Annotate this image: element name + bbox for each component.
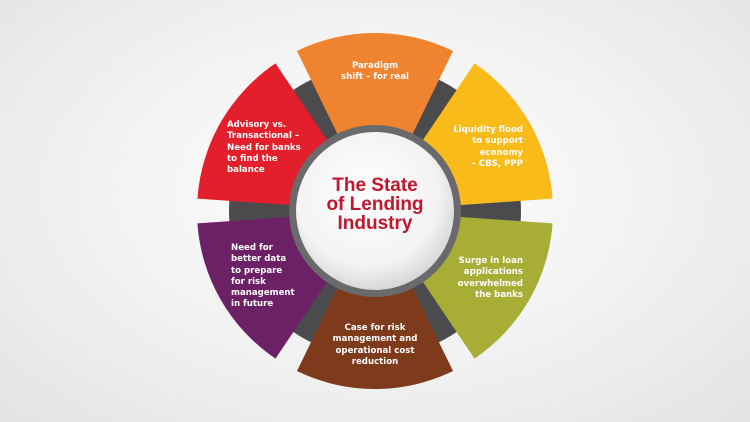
segment-text-better-data: Need for better data to prepare for risk…	[231, 243, 295, 310]
segment-better-data	[197, 216, 329, 359]
center-title: The State of Lending Industry	[326, 175, 424, 234]
segment-surge-in-loans	[421, 216, 553, 359]
segment-text-advisory-vs-transactional: Advisory vs. Transactional – Need for ba…	[227, 120, 301, 176]
segment-text-risk-management-case: Case for risk management and operational…	[332, 323, 418, 367]
segment-text-surge-in-loans: Surge in loan applications overwhelmed t…	[457, 256, 523, 300]
segment-liquidity-flood	[421, 63, 553, 206]
segment-advisory-vs-transactional	[197, 63, 329, 206]
segment-text-paradigm-shift: Paradigm shift – for real	[341, 61, 409, 83]
segment-text-liquidity-flood: Liquidity flood to support economy – CBS…	[453, 125, 523, 169]
segment-paradigm-shift	[296, 33, 454, 137]
segment-risk-management-case	[296, 285, 454, 390]
center-circle	[296, 132, 454, 290]
